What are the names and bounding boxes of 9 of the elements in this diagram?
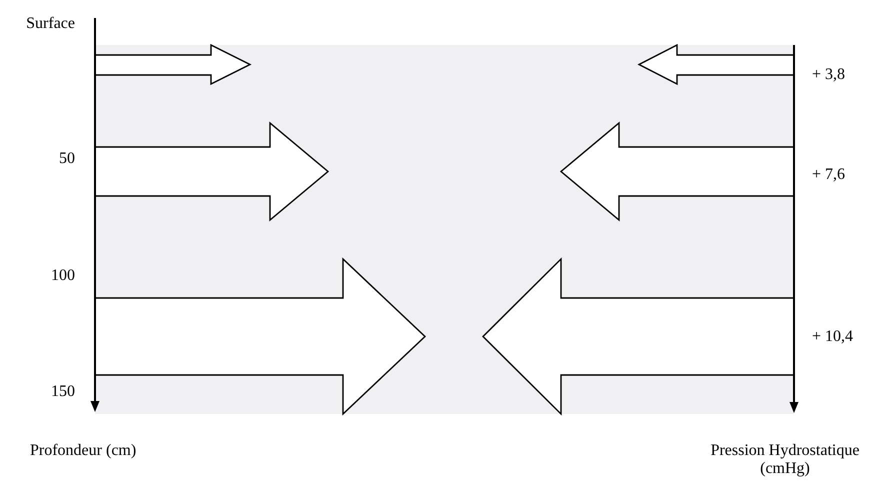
pressure-value: + 7,6 bbox=[812, 166, 846, 184]
axis-title: Profondeur (cm) bbox=[30, 442, 136, 460]
depth-tick-label: 150 bbox=[51, 383, 75, 401]
pressure-value: + 3,8 bbox=[812, 66, 846, 84]
axis-top-label: Surface bbox=[26, 15, 75, 33]
axis-title: Pression Hydrostatique (cmHg) bbox=[710, 442, 860, 478]
pressure-value: + 10,4 bbox=[812, 328, 854, 346]
depth-tick-label: 100 bbox=[51, 267, 75, 285]
depth-tick-label: 50 bbox=[59, 150, 75, 168]
